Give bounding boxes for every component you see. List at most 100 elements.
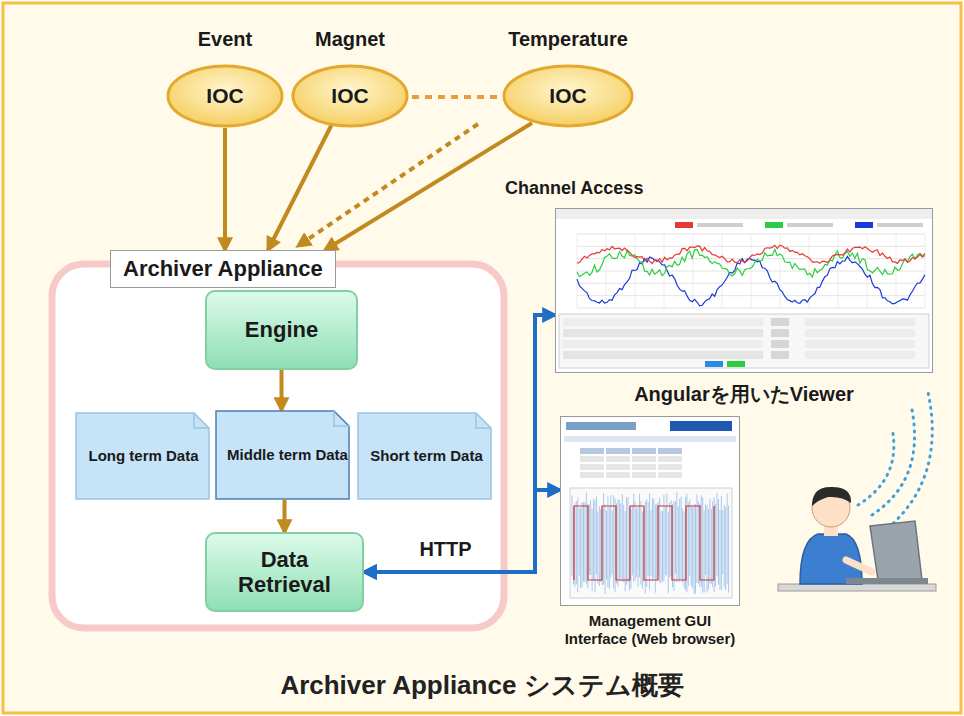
drawing-part: [580, 448, 604, 454]
signal-arc: [872, 410, 915, 515]
drawing-part: [648, 502, 649, 577]
ioc-heading: Event: [146, 28, 304, 51]
viewer-image: [555, 208, 933, 373]
drawing-part: [679, 499, 680, 582]
drawing-part: [646, 499, 647, 587]
drawing-part: [632, 456, 656, 462]
drawing-part: [724, 505, 725, 587]
drawing-part: [626, 497, 627, 585]
drawing-part: [623, 505, 624, 582]
drawing-part: [805, 351, 915, 359]
drawing-part: [709, 499, 710, 583]
user-body: [800, 534, 862, 584]
signal-arc: [858, 428, 894, 505]
drawing-part: [659, 498, 660, 583]
drawing-part: [583, 502, 584, 581]
drawing-part: [771, 351, 789, 359]
ioc-label: IOC: [502, 64, 634, 128]
drawing-part: [576, 501, 577, 584]
drawing-part: [620, 503, 621, 578]
drawing-part: [691, 506, 692, 586]
drawing-part: [681, 497, 682, 579]
document-shape: [76, 413, 209, 499]
drawing-part: [596, 497, 597, 574]
drawing-part: [662, 511, 663, 581]
drawing-part: [580, 464, 604, 470]
drawing-part: [605, 505, 606, 594]
drawing-part: [678, 507, 679, 580]
drawing-part: [668, 512, 669, 594]
drawing-part: [693, 234, 694, 308]
drawing-part: [577, 497, 578, 592]
drawing-part: [570, 488, 732, 598]
drawing-part: [728, 505, 729, 592]
drawing-part: [695, 504, 696, 593]
drawing-part: [625, 511, 626, 591]
box-label: Long term Data: [80, 447, 206, 466]
drawing-part: [698, 501, 699, 583]
drawing-part: [771, 340, 789, 348]
drawing-part: [606, 472, 630, 478]
drawing-part: [696, 495, 697, 583]
user-hair: [812, 487, 851, 506]
gui-image: [560, 416, 740, 606]
drawing-part: [613, 496, 614, 589]
drawing-part: [563, 351, 763, 359]
drawing-part: [632, 464, 656, 470]
drawing-part: [765, 222, 783, 228]
http-connector: [364, 490, 560, 572]
drawing-part: [682, 508, 683, 582]
signal-arc: [888, 392, 932, 528]
drawing-part: [689, 500, 690, 577]
ioc-ellipse: MagnetIOC: [291, 28, 409, 128]
drawing-part: [582, 502, 583, 587]
data-store: Middle term Data: [215, 410, 360, 500]
drawing-part: [606, 234, 607, 308]
ioc-heading: Temperature: [482, 28, 654, 51]
drawing-part: [606, 448, 630, 454]
drawing-part: [572, 496, 573, 576]
drawing-part: [597, 512, 598, 584]
drawing-part: [715, 504, 716, 587]
drawing-part: [717, 493, 718, 576]
laptop-base: [846, 578, 928, 584]
drawing-part: [577, 249, 925, 277]
drawing-part: [751, 234, 752, 308]
drawing-part: [606, 456, 630, 462]
data-flow-arrow: [223, 128, 227, 250]
diagram-caption: Archiver Appliance システム概要: [0, 668, 964, 703]
data-flow-arrow: [325, 123, 532, 250]
drawing-part: [663, 495, 664, 582]
drawing-part: [603, 493, 604, 585]
ioc-label: IOC: [291, 64, 409, 128]
drawing-part: [658, 464, 682, 470]
drawing-part: [579, 508, 580, 575]
drawing-part: [661, 511, 662, 583]
drawing-part: [702, 497, 703, 592]
drawing-part: [787, 223, 833, 227]
drawing-part: [925, 234, 926, 308]
drawing-part: [566, 422, 636, 430]
drawing-part: [580, 472, 604, 478]
drawing-part: [719, 510, 720, 590]
desk: [778, 584, 936, 591]
drawing-part: [701, 495, 702, 587]
drawing-part: [584, 502, 585, 582]
drawing-part: [577, 245, 925, 263]
drawing-part: [722, 234, 723, 308]
drawing-part: [577, 234, 578, 308]
drawing-part: [675, 222, 693, 228]
drawing-part: [727, 361, 745, 367]
user-hand: [846, 560, 872, 572]
gui-screenshot: Management GUI Interface (Web browser): [560, 416, 740, 668]
edge-label: HTTP: [416, 538, 474, 561]
drawing-part: [855, 222, 873, 228]
drawing-part: [563, 318, 763, 326]
drawing-part: [606, 511, 607, 580]
drawing-part: [658, 448, 682, 454]
box-label: Data Retrieval: [207, 547, 362, 598]
drawing-part: [632, 505, 633, 576]
drawing-part: [638, 507, 639, 587]
document-shape: [358, 413, 491, 499]
